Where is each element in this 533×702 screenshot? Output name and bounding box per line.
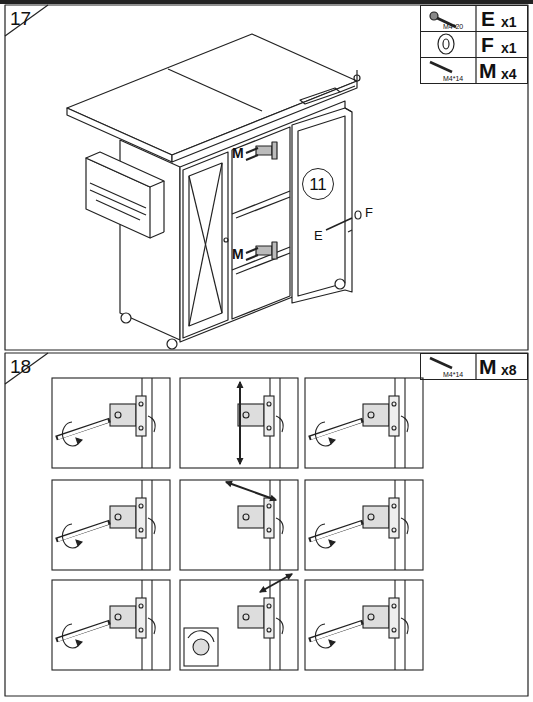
hinge-step — [52, 378, 170, 468]
part-size: M4*14 — [443, 75, 463, 82]
cabinet-door — [183, 152, 228, 338]
cabinet-shelves — [232, 127, 290, 319]
open-door — [292, 108, 352, 303]
hinge-step — [180, 480, 298, 570]
parts-cell: Fx1 — [420, 31, 528, 58]
hinge — [256, 142, 277, 259]
hinge-step — [52, 480, 170, 570]
hinge-step — [305, 580, 423, 670]
callout-circle: 11 — [302, 168, 334, 200]
parts-cell: M4*20 Ex1 — [420, 5, 528, 32]
hinge-step — [305, 378, 423, 468]
caster — [121, 279, 345, 349]
table-line — [475, 5, 476, 83]
step-number: 18 — [10, 357, 31, 376]
part-letter: E — [481, 8, 495, 29]
screw — [246, 148, 258, 260]
parts-cell: M4*14 Mx8 — [420, 353, 528, 380]
spice-rack — [86, 152, 164, 238]
part-count: x1 — [501, 15, 517, 29]
knob-screw — [326, 211, 361, 230]
step-panel — [5, 5, 528, 350]
part-letter: M — [232, 146, 244, 160]
part-letter: M — [232, 247, 244, 261]
screw-icon — [430, 62, 452, 72]
callout-number: 11 — [309, 176, 327, 193]
washer-icon — [438, 34, 454, 54]
parts-cell: M4*14 Mx4 — [420, 57, 528, 84]
part-size: M4*20 — [443, 23, 463, 30]
hinge-step — [180, 378, 298, 468]
step-number: 17 — [10, 9, 31, 28]
header-bar — [0, 0, 533, 4]
cabinet-front — [180, 101, 345, 342]
part-letter: M — [479, 356, 497, 377]
table-line — [475, 353, 476, 380]
step-panel — [5, 353, 528, 696]
part-count: x4 — [501, 67, 517, 81]
part-letter: F — [481, 34, 494, 55]
step-tab — [5, 353, 48, 384]
part-size: M4*14 — [443, 371, 463, 378]
part-letter: F — [365, 206, 373, 219]
part-letter: M — [479, 60, 497, 81]
hinge-step — [52, 580, 170, 670]
part-letter: E — [314, 229, 323, 242]
hinge-step — [305, 480, 423, 570]
slide-rail — [300, 70, 360, 232]
part-count: x1 — [501, 41, 517, 55]
screw-icon — [430, 358, 452, 368]
hinge-step — [180, 574, 298, 670]
step-tab — [5, 5, 48, 36]
part-count: x8 — [501, 363, 517, 377]
